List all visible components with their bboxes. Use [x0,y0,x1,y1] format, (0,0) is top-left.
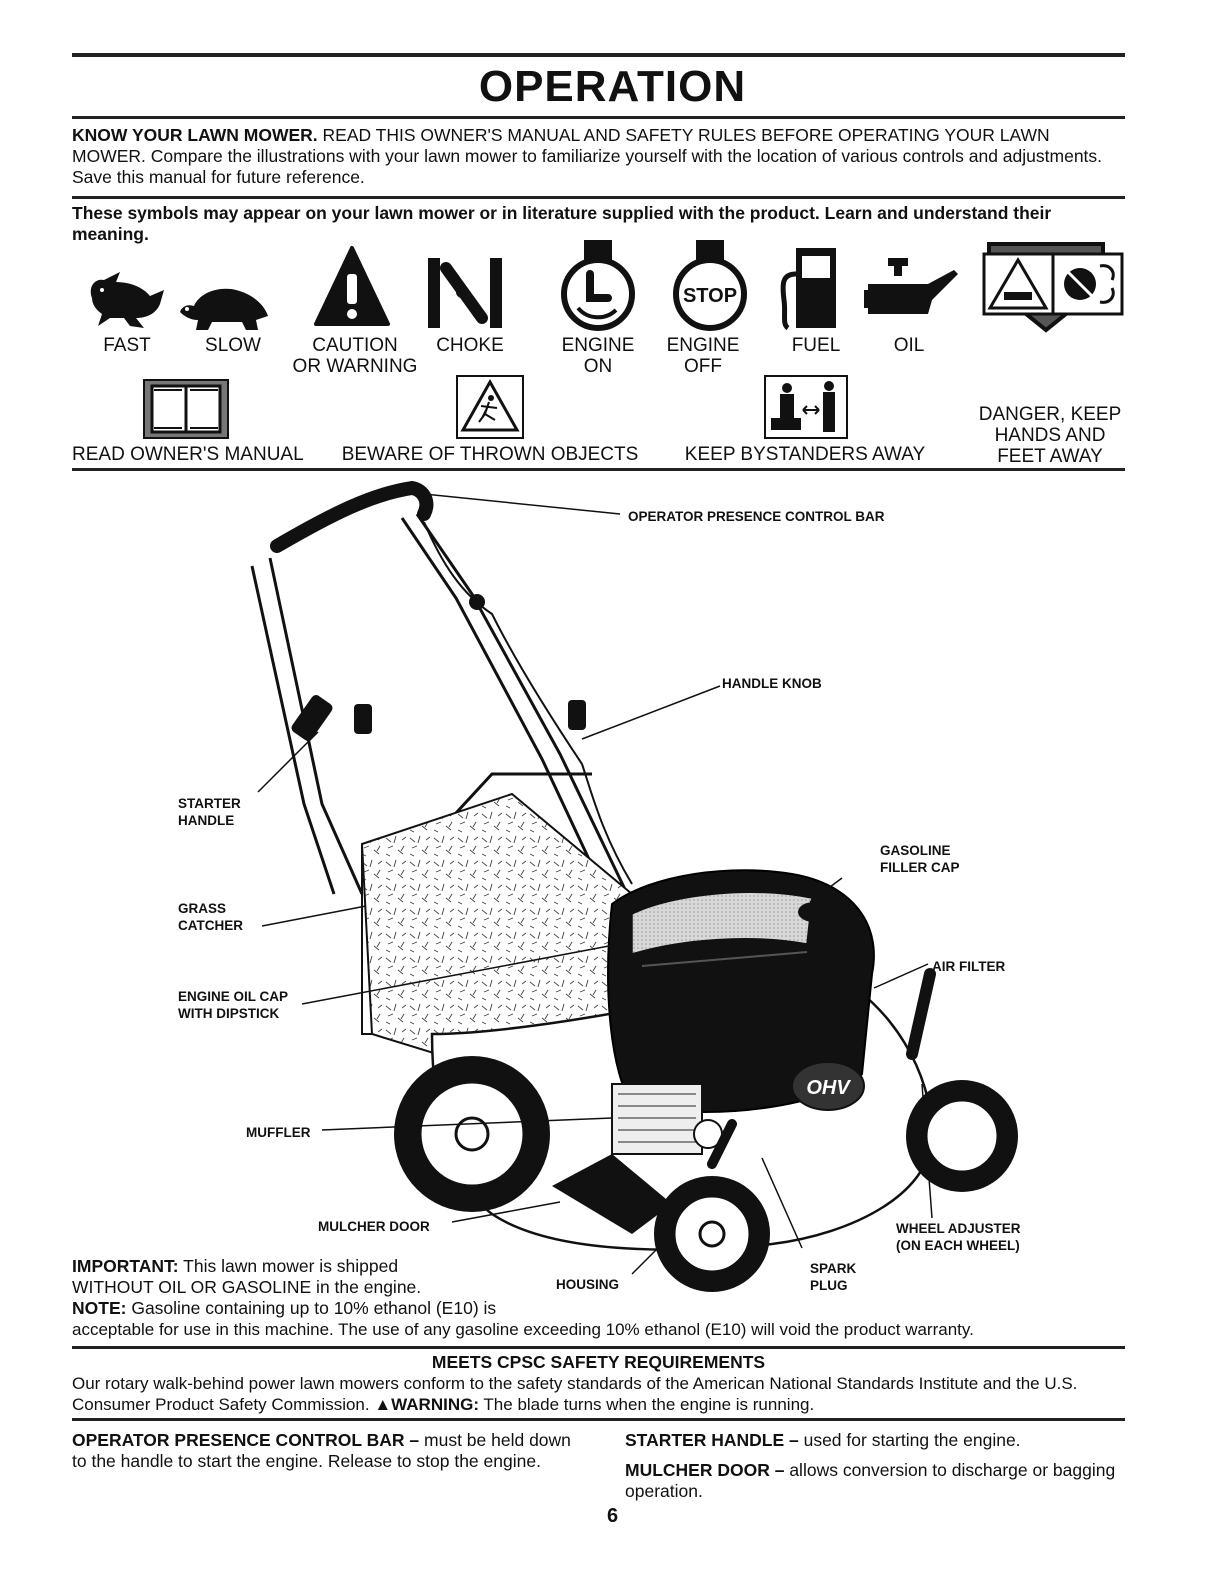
danger-feet-hands-icon [982,252,1124,316]
turtle-icon [180,288,268,330]
callout-starter-line1: STARTER [178,796,241,811]
callout-housing: HOUSING [556,1277,620,1292]
callout-presence-bar: OPERATOR PRESENCE CONTROL BAR [628,509,885,524]
callout-spark-plug: SPARK PLUG [810,1260,856,1294]
label-thrown-objects: BEWARE OF THROWN OBJECTS [341,444,639,465]
callout-oil-cap-line1: ENGINE OIL CAP [178,989,289,1004]
cpsc-body: Our rotary walk-behind power lawn mowers… [72,1373,1125,1415]
warning-text: The blade turns when the engine is runni… [483,1395,815,1414]
label-engine-off-line1: ENGINE [666,335,740,356]
definition-mulcher-door: MULCHER DOOR – allows conversion to disc… [625,1460,1125,1502]
label-engine-off: ENGINE OFF [653,335,753,377]
intro-lead: KNOW YOUR LAWN MOWER. [72,125,318,145]
callout-wheel-adj-line2: (ON EACH WHEEL) [896,1238,1020,1253]
note-line2: acceptable for use in this machine. The … [72,1320,974,1339]
label-fast: FAST [103,335,151,356]
callout-spark-line1: SPARK [810,1261,857,1276]
cpsc-heading: MEETS CPSC SAFETY REQUIREMENTS [431,1352,766,1372]
important-line2: WITHOUT OIL OR GASOLINE in the engine. [72,1277,422,1297]
definition-mulcher-label: MULCHER DOOR – [625,1460,785,1480]
label-slow: SLOW [205,335,261,356]
note-line1: Gasoline containing up to 10% ethanol (E… [131,1298,497,1318]
bystanders-icon [764,375,848,439]
callout-grass-catcher: GRASS CATCHER [178,900,243,934]
oil-can-icon [864,258,958,314]
callout-starter-handle: STARTER HANDLE [178,795,241,829]
callout-gas-cap-line2: FILLER CAP [880,860,960,875]
label-fuel: FUEL [791,335,841,356]
page-title: OPERATION [478,62,747,111]
definition-mulcher-text: allows conversion to discharge or baggin… [625,1460,1116,1501]
label-engine-on-line2: ON [583,356,613,377]
important-note: IMPORTANT: This lawn mower is shipped WI… [72,1256,552,1319]
callout-grass-line1: GRASS [178,901,227,916]
callout-gas-cap-line1: GASOLINE [880,843,951,858]
important-label: IMPORTANT: [72,1256,179,1276]
label-read-manual: READ OWNER'S MANUAL [72,444,304,465]
callout-air-filter: AIR FILTER [932,959,1006,974]
label-engine-on-line1: ENGINE [561,335,635,356]
definition-starter-text: used for starting the engine. [803,1430,1021,1450]
fuel-pump-icon [780,248,836,331]
symbols-heading: These symbols may appear on your lawn mo… [72,203,1052,244]
stop-text: STOP [683,285,737,307]
thrown-objects-icon [456,375,524,439]
callout-oil-cap: ENGINE OIL CAP WITH DIPSTICK [178,988,288,1022]
warning-triangle-icon: ▲ [374,1395,392,1414]
label-danger: DANGER, KEEP HANDS AND FEET AWAY [970,404,1130,467]
note-label: NOTE: [72,1298,127,1318]
callout-muffler: MUFFLER [246,1125,311,1140]
callout-mulcher-door: MULCHER DOOR [318,1219,430,1234]
manual-book-icon [143,379,229,439]
symbols-rule [72,468,1125,471]
label-choke: CHOKE [436,335,504,356]
label-danger-line1: DANGER, KEEP [978,404,1122,425]
callout-gas-cap: GASOLINE FILLER CAP [880,842,960,876]
label-caution-line1: CAUTION [312,335,398,356]
engine-badge: OHV [806,1077,851,1099]
callout-spark-line2: PLUG [810,1278,848,1293]
label-danger-line2: HANDS AND [994,425,1106,446]
callout-wheel-adjuster: WHEEL ADJUSTER (ON EACH WHEEL) [896,1220,1021,1254]
engine-on-icon [561,240,635,331]
engine-off-icon: STOP [673,240,747,331]
page-number: 6 [606,1505,619,1527]
label-oil: OIL [893,335,925,356]
callout-wheel-adj-line1: WHEEL ADJUSTER [896,1221,1021,1236]
cpsc-top-rule [72,1346,1125,1349]
label-danger-line3: FEET AWAY [997,446,1103,467]
callout-grass-line2: CATCHER [178,918,243,933]
label-bystanders: KEEP BYSTANDERS AWAY [684,444,926,465]
intro-caps: READ THIS OWNER'S MANUAL AND SAFETY RULE… [72,125,1050,166]
lawn-mower-illustration: OHV [250,480,1018,1292]
definition-starter-label: STARTER HANDLE – [625,1430,799,1450]
cpsc-bottom-rule [72,1418,1125,1421]
label-caution-line2: OR WARNING [292,356,418,377]
label-engine-on: ENGINE ON [548,335,648,377]
rabbit-icon [90,272,164,328]
definition-presence-text: must be held down to the handle to start… [72,1430,571,1471]
cpsc-body-text: Our rotary walk-behind power lawn mowers… [72,1374,1078,1414]
label-engine-off-line2: OFF [684,356,722,377]
intro-rule [72,196,1125,199]
definition-presence-label: OPERATOR PRESENCE CONTROL BAR – [72,1430,420,1450]
intro-paragraph: KNOW YOUR LAWN MOWER. READ THIS OWNER'S … [72,125,1125,188]
definition-presence-bar: OPERATOR PRESENCE CONTROL BAR – must be … [72,1430,577,1472]
top-rule [72,53,1125,57]
caution-icon [314,246,390,326]
callout-handle-knob: HANDLE KNOB [722,676,822,691]
callout-starter-line2: HANDLE [178,813,235,828]
callout-oil-cap-line2: WITH DIPSTICK [178,1006,280,1021]
title-rule [72,116,1125,119]
important-line1: This lawn mower is shipped [183,1256,399,1276]
warning-label: WARNING: [391,1395,479,1414]
choke-icon [428,258,502,328]
label-caution: CAUTION OR WARNING [280,335,430,377]
intro-body: Compare the illustrations with your lawn… [72,146,1103,187]
definition-starter-handle: STARTER HANDLE – used for starting the e… [625,1430,1125,1451]
